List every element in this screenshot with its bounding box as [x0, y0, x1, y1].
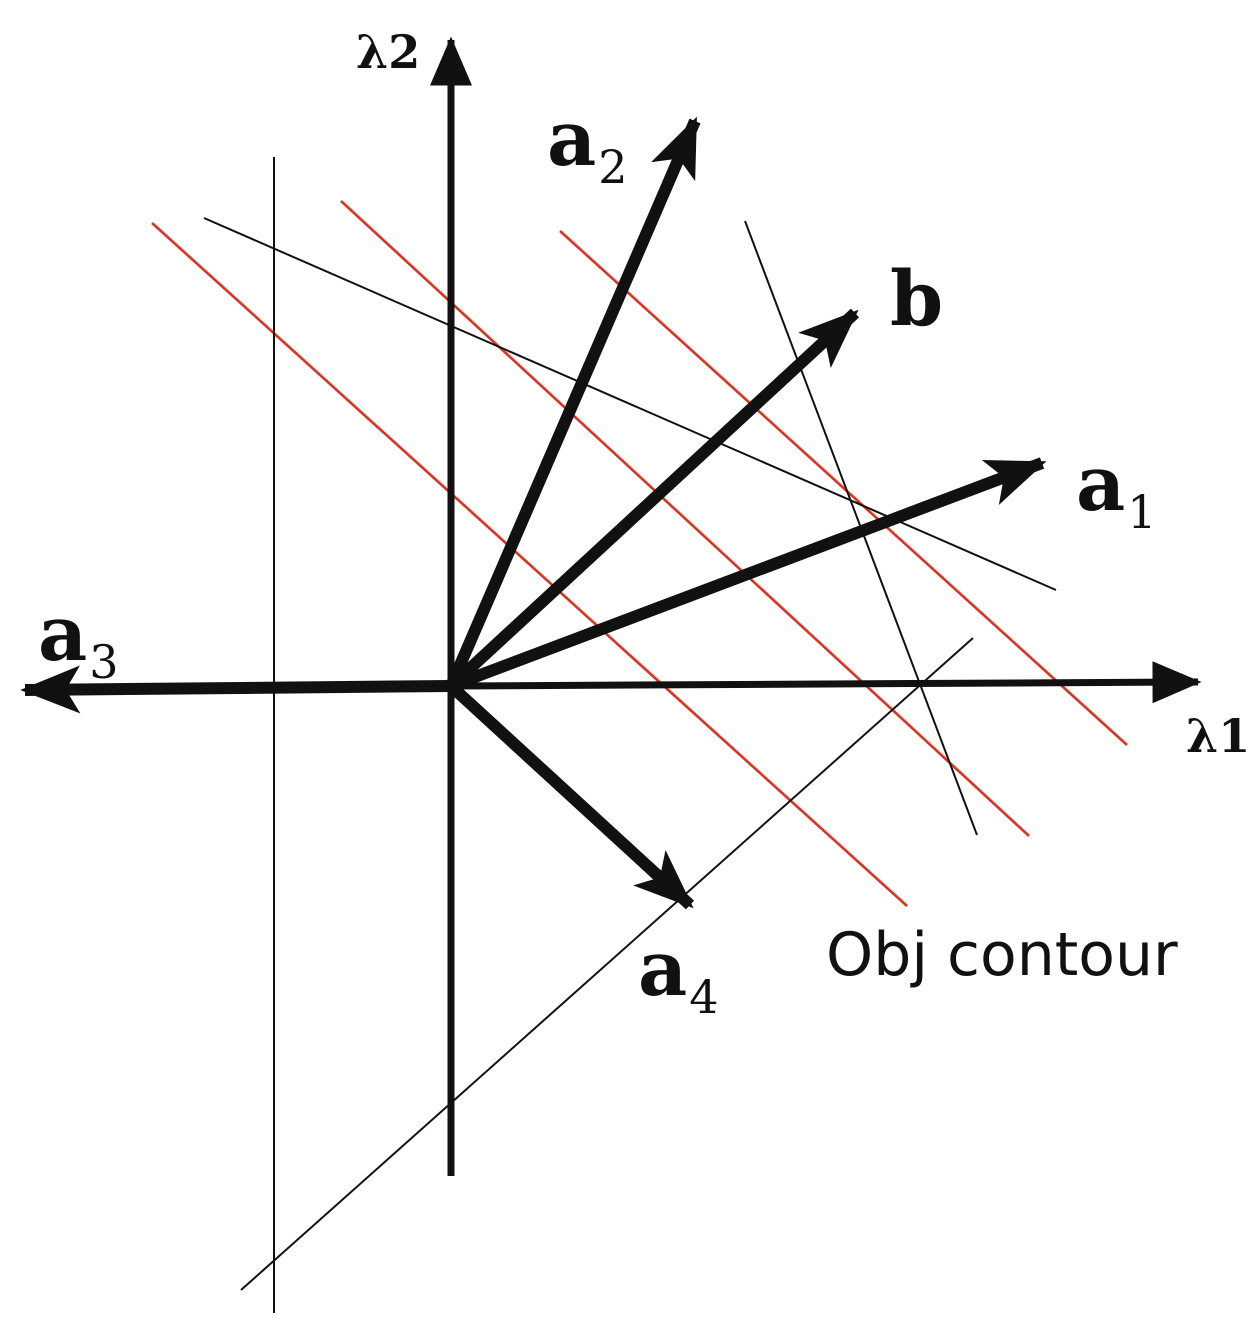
constraint-line-a2 [203, 217, 1057, 591]
label-a4: a4 [638, 924, 719, 1024]
vector-b [446, 308, 860, 691]
vector-a3 [20, 665, 452, 714]
label-a1: a1 [1076, 439, 1157, 539]
vector-a1 [448, 457, 1047, 692]
y-axis-label: λ2 [356, 25, 420, 79]
vector-a2 [445, 116, 701, 689]
label-b: b [890, 254, 943, 343]
vectors [20, 116, 1047, 910]
constraint-line-a4 [240, 637, 974, 1291]
label-a2: a2 [547, 94, 628, 194]
x-axis [450, 661, 1202, 704]
x-axis-label: λ1 [1186, 709, 1250, 763]
label-a3: a3 [38, 589, 119, 689]
contour-line-2 [340, 200, 1030, 837]
objective-contours [151, 200, 1128, 907]
axes [430, 36, 1202, 1176]
obj-contour-label: Obj contour [826, 920, 1178, 990]
contour-line-1 [151, 222, 908, 907]
vector-a4 [446, 681, 695, 910]
contour-line-3 [559, 230, 1128, 746]
